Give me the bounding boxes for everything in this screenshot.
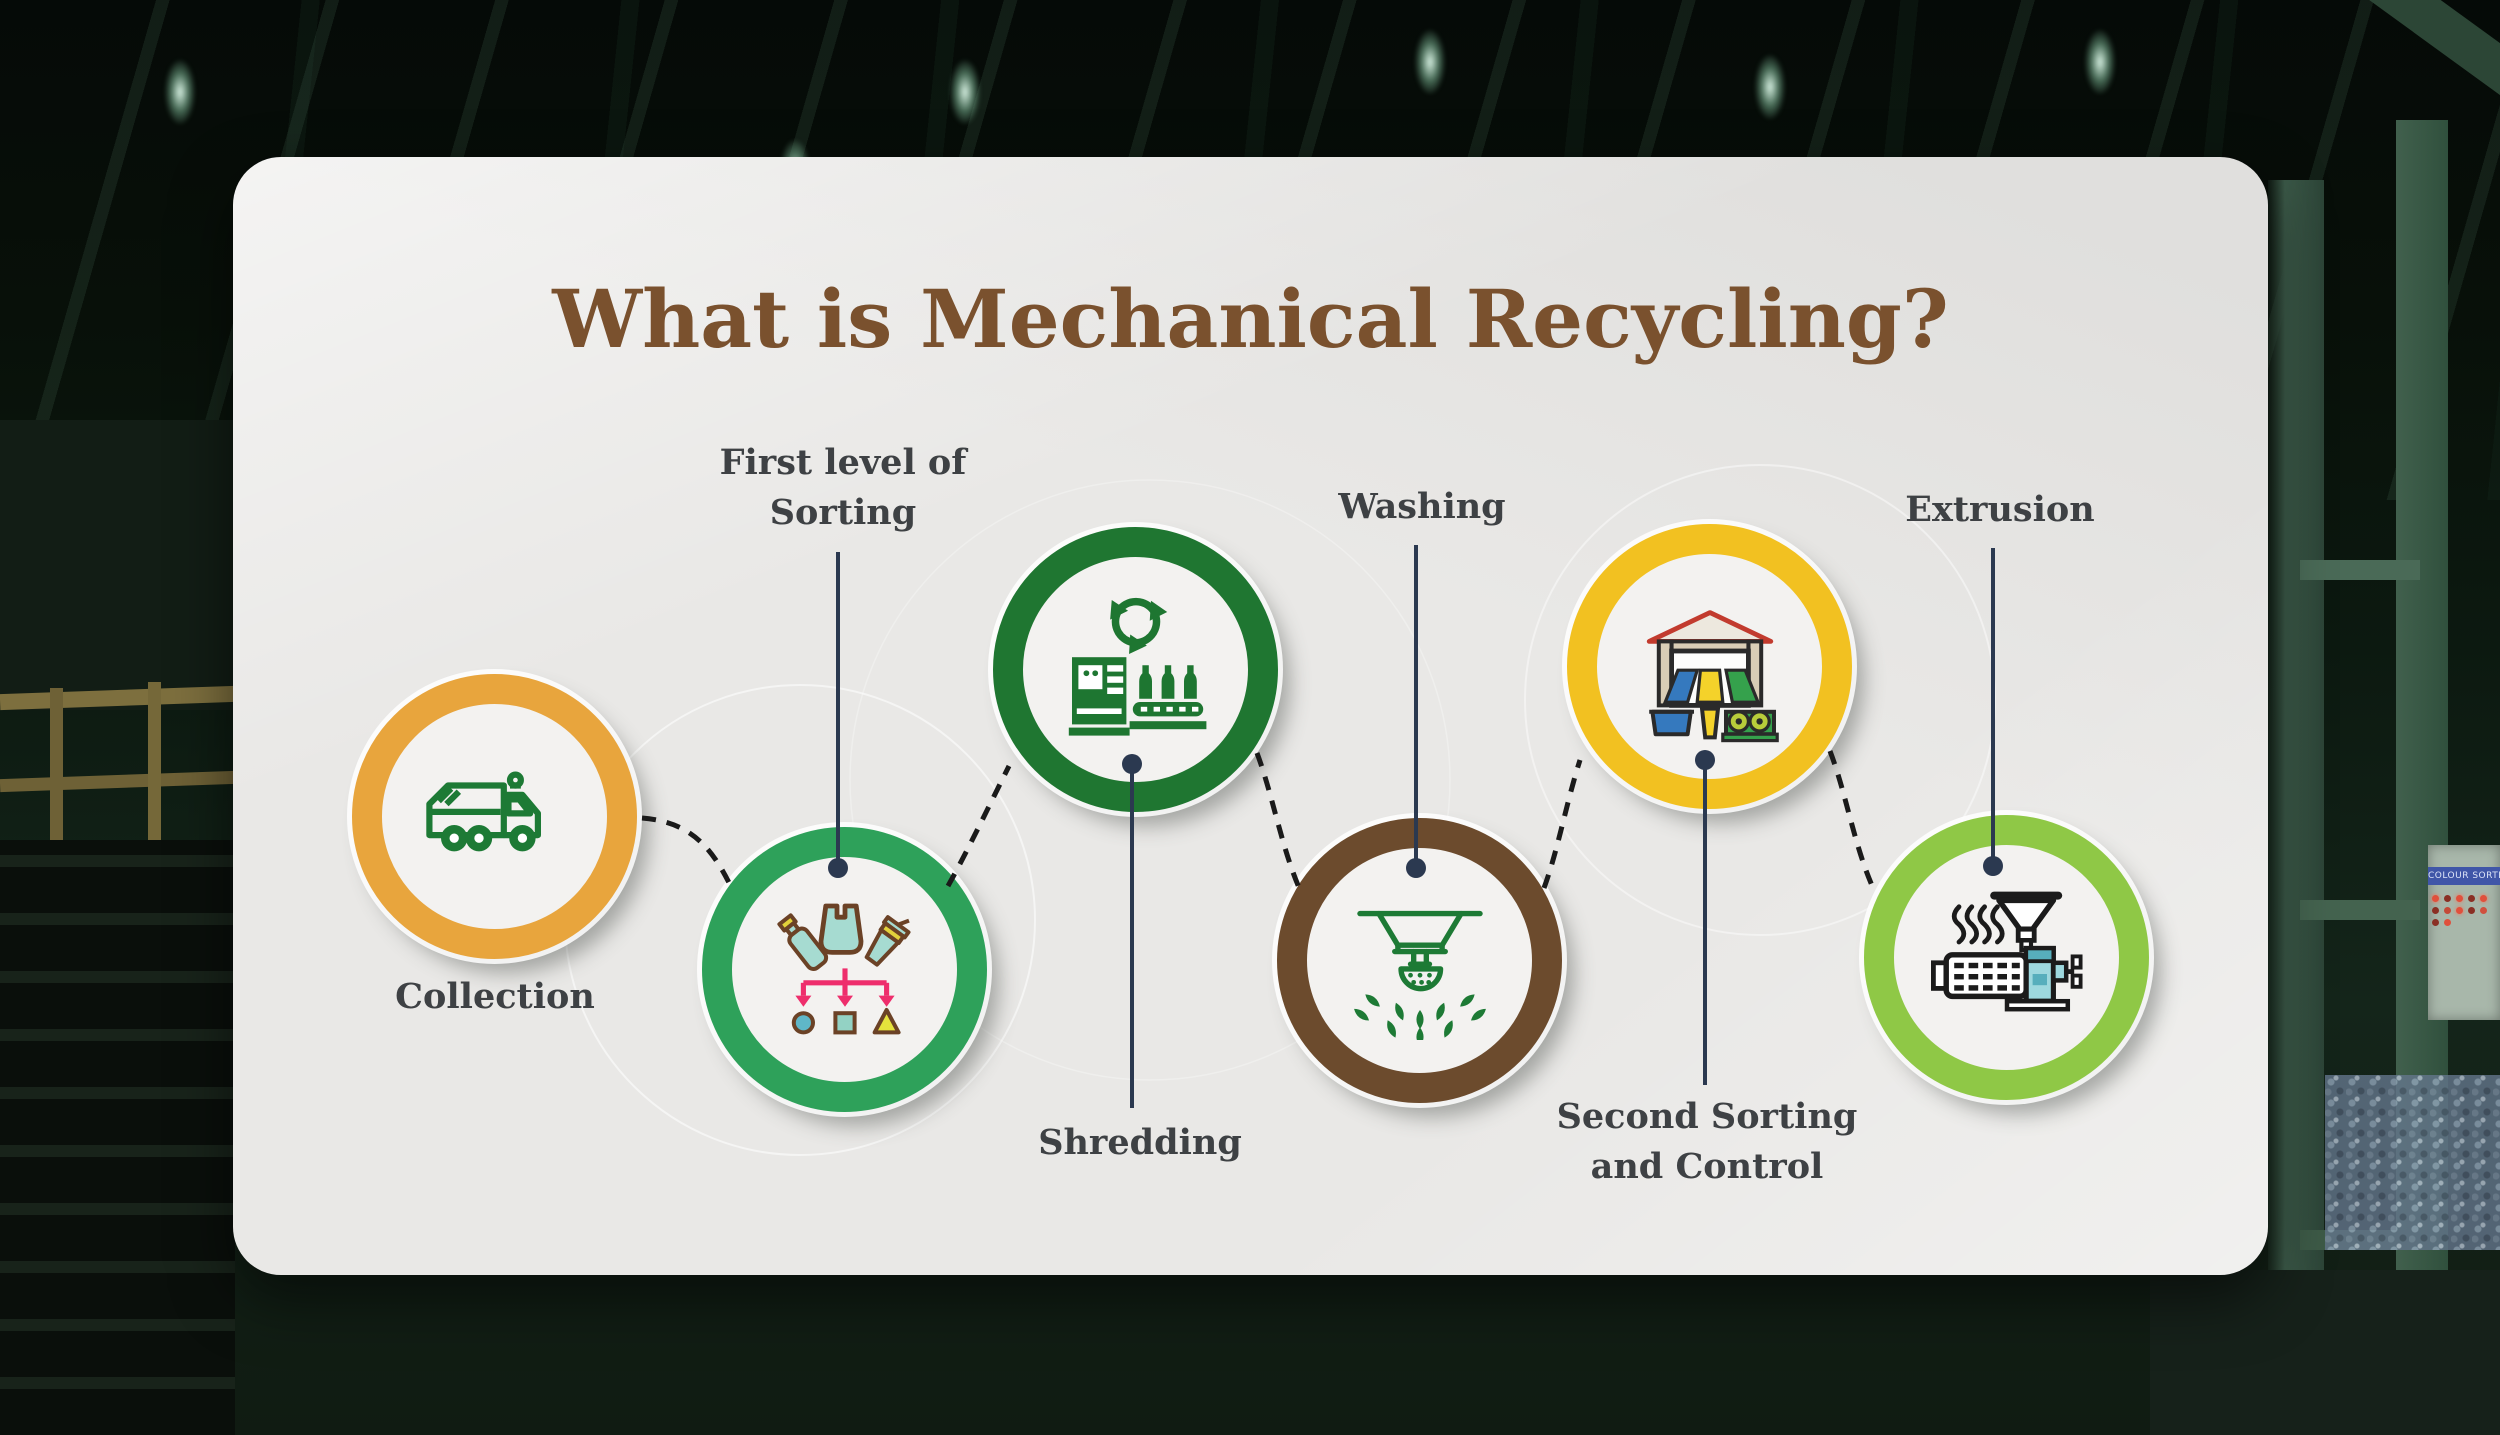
left-machinery xyxy=(0,420,235,710)
ceiling-light xyxy=(2085,30,2115,94)
recycling-conveyor-icon xyxy=(1068,597,1206,736)
label-collection: Collection xyxy=(395,976,595,1017)
beam-crossbar xyxy=(2300,560,2420,580)
step-circle-collection xyxy=(352,674,637,959)
left-platform-grating xyxy=(0,840,235,1435)
warehouse-sorting-icon xyxy=(1646,609,1779,742)
label-shredding: Shredding xyxy=(1038,1122,1242,1163)
right-green-beam xyxy=(2268,180,2324,1435)
label-extrusion: Extrusion xyxy=(1905,489,2095,530)
step-circle-washing xyxy=(1277,818,1562,1103)
label-second-sorting: Second Sorting and Control xyxy=(1556,1096,1858,1187)
right-floor xyxy=(2150,1270,2500,1435)
extruder-machine-icon xyxy=(1930,891,2083,1011)
shredded-plastic-pile xyxy=(2325,1075,2500,1250)
label-first-sorting: First level of Sorting xyxy=(719,442,967,533)
page-title: What is Mechanical Recycling? xyxy=(552,271,1949,366)
washing-sprinkler-icon xyxy=(1353,910,1486,1040)
railing-post xyxy=(50,688,63,843)
ceiling-light xyxy=(1415,30,1445,94)
yellow-railing xyxy=(0,770,236,793)
control-panel-label: COLOUR SORTER CONTROL PANEL xyxy=(2428,867,2500,885)
control-panel: COLOUR SORTER CONTROL PANEL xyxy=(2428,845,2500,1020)
step-circle-extrusion xyxy=(1864,815,2149,1100)
railing-post xyxy=(148,682,161,842)
beam-crossbar xyxy=(2300,900,2420,920)
ceiling-light xyxy=(1755,55,1785,119)
label-washing: Washing xyxy=(1338,486,1506,527)
plastic-waste-sorting-icon xyxy=(776,903,911,1034)
ceiling-light xyxy=(165,60,195,124)
panel-buttons xyxy=(2432,895,2496,926)
step-circle-shredding xyxy=(993,527,1278,812)
step-circle-first-sorting xyxy=(702,827,987,1112)
ceiling-light xyxy=(950,60,980,124)
step-circle-second-sorting xyxy=(1567,524,1852,809)
garbage-truck-icon xyxy=(426,771,541,852)
